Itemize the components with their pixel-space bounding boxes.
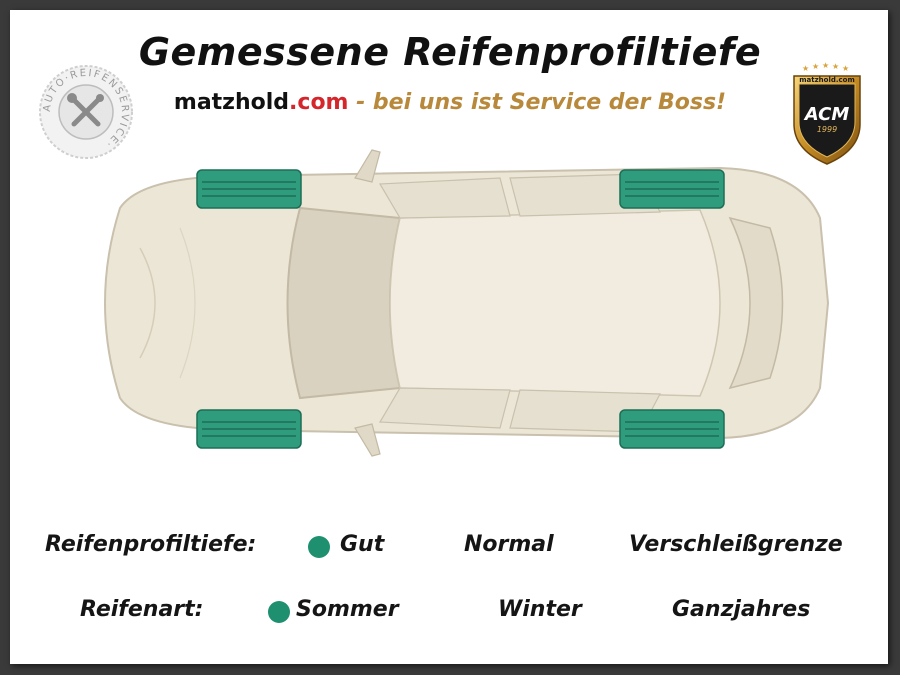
badge-brand: matzhold.com [799, 76, 855, 84]
legend-type-label: Reifenart: [80, 597, 204, 622]
legend-type-all-season: Ganzjahres [672, 597, 811, 622]
brand-domain: .com [289, 90, 349, 115]
brand-name: matzhold [173, 90, 290, 115]
side-window [378, 177, 511, 219]
badge-year: 1999 [817, 125, 837, 134]
badge-logo-text: ACM [803, 104, 850, 125]
legend-type-summer: Sommer [296, 597, 399, 622]
tire-front-left [196, 169, 302, 209]
tire-rear-left [619, 169, 725, 209]
tire-rear-right [619, 409, 725, 449]
mirror-left [354, 149, 381, 183]
auto-reifenservice-seal: AUTO·REIFENSERVICE· [39, 65, 133, 159]
summer-status-dot-icon [268, 601, 290, 623]
legend-tread-good: Gut [340, 532, 385, 557]
legend-tread-normal: Normal [464, 532, 554, 557]
legend-tire-type: Reifenart: Sommer Winter Ganzjahres [10, 597, 888, 637]
brand-tagline: - bei uns ist Service der Boss! [348, 90, 727, 115]
acm-badge: ★★★★★ matzhold.com ACM 1999 [793, 62, 861, 165]
svg-text:★: ★ [822, 62, 829, 70]
svg-text:★: ★ [842, 64, 849, 73]
star-icons: ★★★★★ [802, 62, 849, 73]
page-title: Gemessene Reifenprofiltiefe [138, 30, 762, 74]
side-window [378, 387, 511, 429]
car-roof [389, 209, 721, 397]
page-frame: AUTO·REIFENSERVICE· ★★★★★ matzhold.com A… [10, 10, 888, 664]
rear-window [728, 216, 784, 390]
mirror-right [354, 423, 381, 457]
wrench-screwdriver-icon [71, 97, 101, 127]
page-subtitle: matzhold.com - bei uns ist Service der B… [10, 90, 888, 115]
svg-text:★: ★ [802, 64, 809, 73]
svg-text:★: ★ [832, 62, 839, 71]
good-status-dot-icon [308, 536, 330, 558]
windshield [286, 206, 402, 400]
tire-front-right [196, 409, 302, 449]
legend-tread-depth: Reifenprofiltiefe: Gut Normal Verschleiß… [10, 532, 888, 572]
legend-type-winter: Winter [498, 597, 582, 622]
car-top-view [104, 149, 830, 457]
svg-text:★: ★ [812, 62, 819, 71]
legend-tread-wear-limit: Verschleißgrenze [629, 532, 843, 557]
legend-tread-label: Reifenprofiltiefe: [45, 532, 257, 557]
